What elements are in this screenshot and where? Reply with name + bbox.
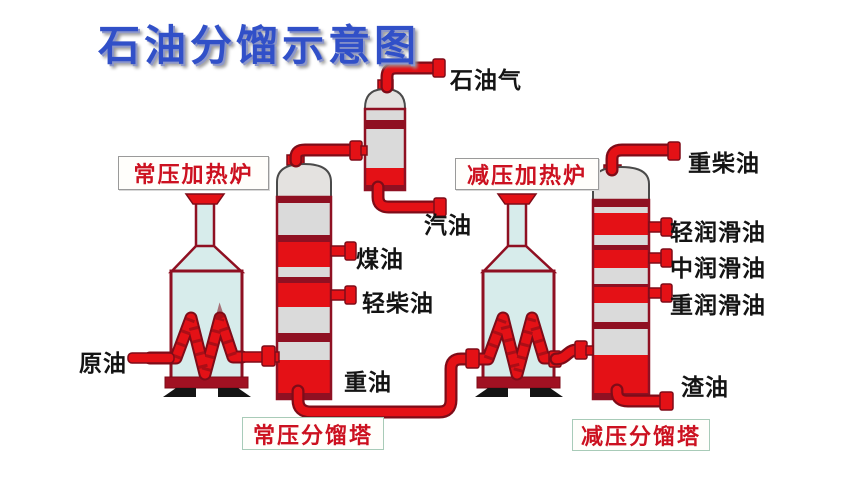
furnace-shoulder [480, 244, 558, 274]
tower-dome [276, 162, 332, 202]
furnace-foot [163, 388, 196, 397]
furnace-foot [530, 388, 563, 397]
petroleum-gas-pipe [380, 58, 446, 94]
furnace-foot [218, 388, 251, 397]
label-kerosene: 煤油 [356, 247, 404, 273]
residue-pipe [610, 383, 674, 411]
gasoline-pipe [371, 180, 447, 217]
heavy-lube-nozzle [648, 283, 673, 303]
heating-coil-texture [171, 302, 238, 392]
furnace2-transfer-pipe [548, 340, 594, 368]
heavy-oil-pipe [291, 348, 480, 419]
label-medium-lube: 中润滑油 [670, 256, 766, 282]
label-vacuum-furnace: 减压加热炉 [455, 158, 599, 190]
furnace-foot [475, 388, 508, 397]
furnace1-transfer-pipe [241, 345, 280, 367]
label-heavy-lube: 重润滑油 [670, 293, 766, 319]
label-atmospheric-furnace: 常压加热炉 [118, 156, 269, 190]
medium-lube-nozzle [648, 248, 673, 268]
light-lube-nozzle [648, 217, 673, 237]
atmospheric-furnace [143, 193, 251, 397]
label-petroleum-gas: 石油气 [450, 68, 522, 94]
chimney [506, 200, 528, 250]
vacuum-furnace [465, 193, 563, 397]
label-heavy-oil: 重油 [344, 370, 392, 396]
gas-separator-drum [363, 79, 407, 192]
label-gasoline: 汽油 [424, 213, 472, 239]
label-vacuum-tower: 减压分馏塔 [572, 419, 710, 451]
label-atmospheric-tower: 常压分馏塔 [242, 417, 384, 450]
furnace-shoulder [168, 244, 246, 274]
label-heavy-diesel: 重柴油 [688, 151, 760, 177]
tower-trays [593, 200, 649, 399]
chimney [194, 200, 216, 250]
atmospheric-tower [275, 154, 333, 401]
kerosene-nozzle [330, 241, 357, 261]
tower-trays [277, 197, 331, 399]
label-residue: 渣油 [681, 375, 729, 401]
diagram-title: 石油分馏示意图 [98, 21, 421, 70]
label-light-diesel: 轻柴油 [362, 291, 434, 317]
chimney-cap [496, 193, 538, 205]
light-diesel-nozzle [330, 285, 357, 305]
label-light-lube: 轻润滑油 [670, 220, 766, 246]
vacuum-tower [591, 164, 651, 401]
label-crude-oil: 原油 [79, 351, 127, 377]
chimney-cap [184, 193, 226, 205]
crude-oil-pipe [127, 352, 175, 364]
heavy-diesel-pipe [605, 141, 681, 177]
tower1-overhead-pipe [289, 140, 368, 168]
tower-dome [592, 165, 650, 202]
drum-bands [365, 109, 405, 190]
